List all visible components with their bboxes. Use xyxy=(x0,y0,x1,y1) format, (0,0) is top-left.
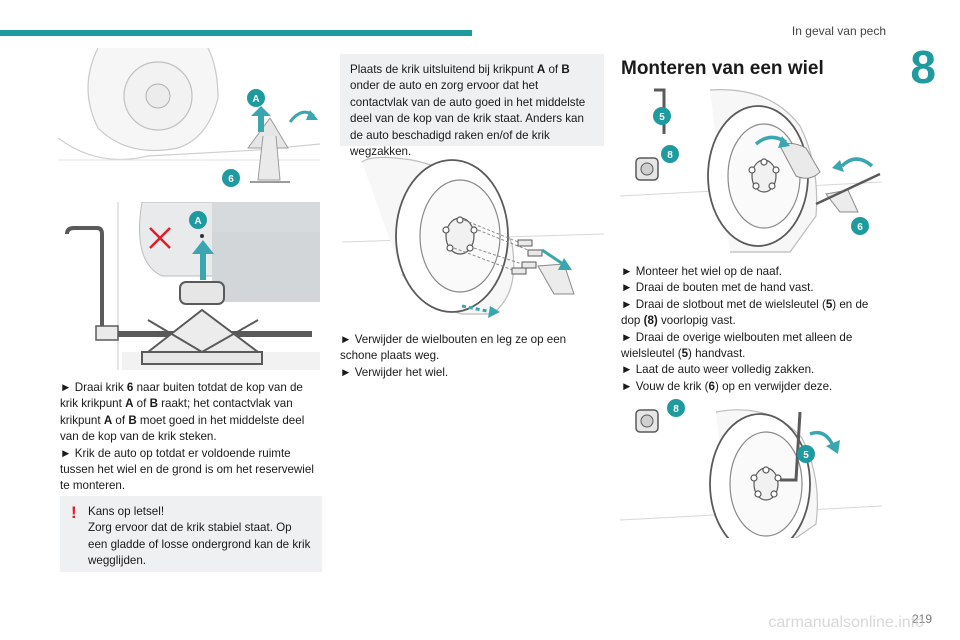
label-badge-icon xyxy=(667,399,685,417)
label-badge-icon xyxy=(222,169,240,187)
chapter-number: 8 xyxy=(910,41,936,93)
step-lower-car: ► Laat de auto weer volledig zakken. xyxy=(621,363,815,377)
step-fold-jack: ► Vouw de krik (6) op en verwijder deze. xyxy=(621,379,833,393)
step-other-bolts: ► Draai de overige wielbouten met alleen… xyxy=(621,330,853,361)
label-badge-icon xyxy=(797,445,815,463)
figure-remove-wheel xyxy=(342,156,604,318)
figure-label: 6 xyxy=(857,222,863,233)
figure-mount-wheel: 5 8 6 xyxy=(620,88,882,253)
warning-text: Zorg ervoor dat de krik stabiel staat. O… xyxy=(88,521,311,568)
chapter-color-bar xyxy=(0,30,472,36)
figure-label: 8 xyxy=(673,404,679,415)
label-badge-icon xyxy=(247,89,265,107)
figure-jack-overview: A 6 xyxy=(58,48,321,187)
warning-box: ! Kans op letsel! Zorg ervoor dat de kri… xyxy=(60,496,322,572)
page-number: 219 xyxy=(911,612,932,626)
step-remove-wheel: ► Verwijder het wiel. xyxy=(340,365,449,379)
figure-label: 8 xyxy=(667,150,673,161)
label-badge-icon xyxy=(189,211,207,229)
step-mount-wheel: ► Monteer het wiel op de naaf. xyxy=(621,265,783,278)
step-lift-car: ► Krik de auto op totdat er voldoende ru… xyxy=(60,446,314,493)
info-note-box: Plaats de krik uitsluitend bij krikpunt … xyxy=(340,54,604,158)
step-remove-bolts: ► Verwijder de wielbouten en leg ze op e… xyxy=(340,333,567,363)
watermark-text: carmanualsonline.info xyxy=(768,614,924,631)
figure-label: 5 xyxy=(803,450,809,461)
figure-tighten-bolts: 8 5 xyxy=(620,399,882,538)
figure-label: A xyxy=(194,216,201,227)
left-instructions: ► Draai krik 6 naar buiten totdat de kop… xyxy=(60,380,324,495)
section-title: In geval van pech xyxy=(791,24,886,38)
right-instructions: ► Monteer het wiel op de naaf. ► Draai d… xyxy=(621,264,885,395)
section-heading: Monteren van een wiel xyxy=(621,58,824,79)
figure-label: A xyxy=(252,94,259,105)
step-hand-tighten: ► Draai de bouten met de hand vast. xyxy=(621,281,814,295)
figure-label: 6 xyxy=(228,174,234,185)
label-badge-icon xyxy=(661,145,679,163)
label-badge-icon xyxy=(653,107,671,125)
step-lock-bolt: ► Draai de slotbout met de wielsleutel (… xyxy=(621,297,869,328)
figure-jack-detail: A xyxy=(65,202,322,370)
cross-icon xyxy=(149,227,171,249)
step-raise-jack: ► Draai krik 6 naar buiten totdat de kop… xyxy=(60,381,305,444)
warning-icon: ! xyxy=(71,503,77,522)
label-badge-icon xyxy=(851,217,869,235)
warning-title: Kans op letsel! xyxy=(88,505,165,518)
figure-label: 5 xyxy=(659,112,665,123)
middle-instructions: ► Verwijder de wielbouten en leg ze op e… xyxy=(340,332,604,381)
